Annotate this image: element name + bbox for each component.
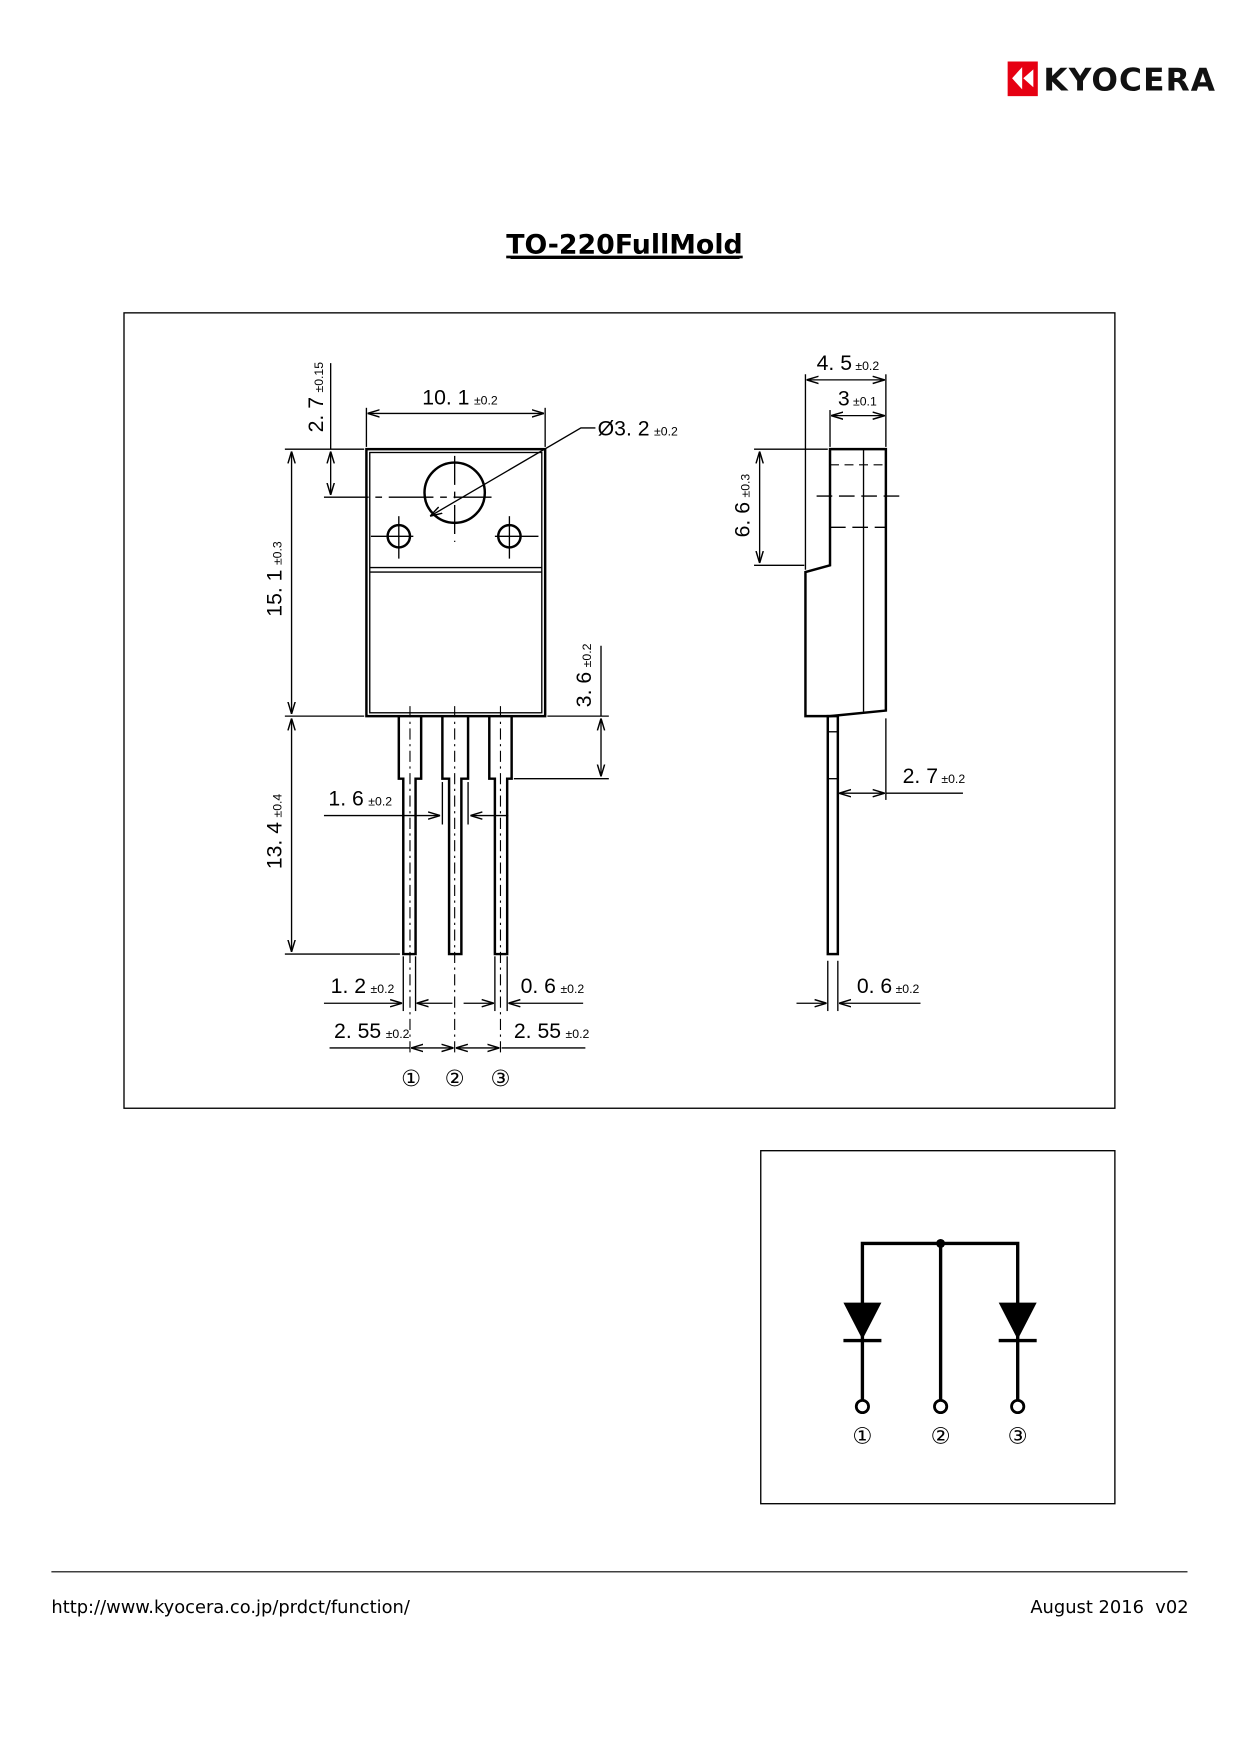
dim-pitch-right: 2. 55±0.2 — [514, 1020, 590, 1043]
dim-hole-offset: 2. 7±0.15 — [305, 362, 328, 433]
package-drawing-frame — [123, 312, 1116, 1109]
dim-lead-shoulder: 3. 6±0.2 — [573, 643, 596, 707]
front-view: 10. 1±0.2 Ø3. 2±0.2 2. 7±0.15 15. 1±0.3 … — [264, 362, 678, 1092]
dim-body-height: 15. 1±0.3 — [264, 541, 287, 617]
diode-2-icon — [998, 1302, 1037, 1343]
footer-url[interactable]: http://www.kyocera.co.jp/prdct/function/ — [51, 1597, 410, 1618]
dim-lead-width: 1. 2±0.2 — [331, 975, 395, 998]
side-lead — [826, 714, 840, 956]
dim-depth: 4. 5±0.2 — [817, 352, 880, 375]
schematic-pin-3: ③ — [1008, 1423, 1028, 1449]
schematic-frame — [760, 1150, 1116, 1505]
dim-lead-thickness: 0. 6±0.2 — [521, 975, 585, 998]
schematic-pin-2: ② — [931, 1423, 951, 1449]
dim-pitch-left: 2. 55±0.2 — [334, 1020, 410, 1043]
logo-text: KYOCERA — [1043, 63, 1216, 99]
terminal-3 — [1010, 1398, 1026, 1415]
dim-tab-height: 6. 6±0.3 — [732, 474, 755, 538]
dim-side-lead-thickness: 0. 6±0.2 — [857, 975, 920, 998]
pin-label-1: ① — [401, 1066, 421, 1092]
schematic-pin-1: ① — [852, 1423, 872, 1449]
kyocera-logo: KYOCERA — [1007, 61, 1216, 99]
terminal-1 — [854, 1398, 870, 1415]
page-title: TO-220FullMold — [506, 230, 742, 261]
side-body — [804, 447, 888, 718]
circuit-schematic: ① ② ③ — [760, 1150, 1116, 1505]
dim-lead-length: 13. 4±0.4 — [264, 794, 287, 870]
dim-lead-offset: 2. 7±0.2 — [903, 765, 966, 788]
dim-width: 10. 1±0.2 — [422, 386, 498, 409]
junction-dot — [936, 1238, 946, 1248]
dim-lead-width-upper: 1. 6±0.2 — [328, 788, 392, 811]
pin-label-3: ③ — [490, 1066, 510, 1092]
package-body — [365, 447, 547, 718]
diode-1-icon — [843, 1302, 882, 1343]
kyocera-logo-mark-icon — [1007, 61, 1038, 97]
side-view: 4. 5±0.2 3±0.1 6. 6±0.3 2. 7±0.2 0. 6±0.… — [732, 352, 966, 1012]
footer-date-version: August 2016 v02 — [1030, 1597, 1188, 1618]
dim-hole-diameter: Ø3. 2±0.2 — [598, 418, 678, 441]
pin-label-2: ② — [445, 1066, 465, 1092]
dim-body-depth: 3±0.1 — [838, 388, 877, 411]
terminal-2 — [933, 1398, 949, 1415]
